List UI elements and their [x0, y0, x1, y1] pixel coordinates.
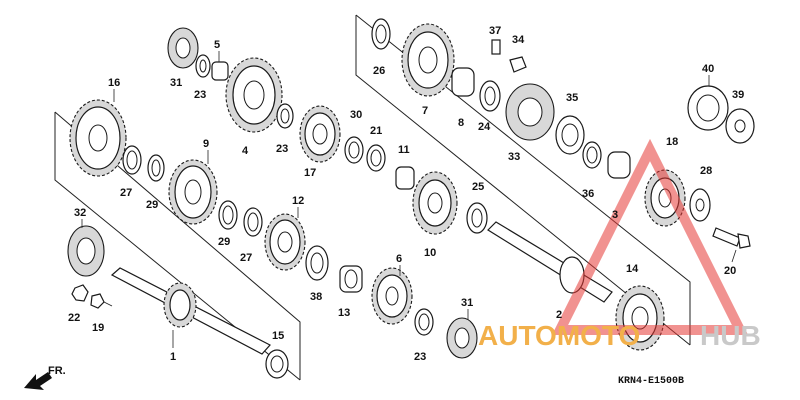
- washer-27-mid: [243, 207, 263, 237]
- right-assembly-frame: [355, 14, 691, 346]
- bushing-5: [211, 61, 229, 81]
- gear-10: [412, 171, 458, 235]
- front-direction-arrow: FR.: [24, 365, 66, 390]
- bolt-20: [712, 227, 751, 249]
- callout-1: 1: [170, 351, 176, 363]
- callout-3: 3: [612, 209, 618, 221]
- bearing-31-top: [167, 27, 199, 69]
- washer-27-left: [122, 145, 142, 175]
- callout-15: 15: [272, 330, 284, 342]
- gear-6: [371, 267, 413, 325]
- callout-29-mid: 29: [218, 236, 230, 248]
- collar-3: [607, 151, 631, 179]
- washer-29-mid: [218, 200, 238, 230]
- callout-23-bottom: 23: [414, 351, 426, 363]
- left-assembly-frame: [54, 111, 301, 381]
- callout-13: 13: [338, 307, 350, 319]
- washer-24: [479, 80, 501, 112]
- washer-23-top: [195, 54, 211, 78]
- clip-34: [509, 56, 527, 73]
- callout-39: 39: [732, 89, 744, 101]
- gear-4: [225, 57, 283, 133]
- callout-21: 21: [370, 125, 382, 137]
- bearing-33: [505, 83, 555, 141]
- washer-30: [344, 136, 364, 164]
- watermark-text: AUTOMOTO HUB: [478, 320, 761, 351]
- callout-9: 9: [203, 138, 209, 150]
- washer-25: [466, 202, 488, 234]
- pin-37: [491, 39, 501, 55]
- callout-2: 2: [556, 309, 562, 321]
- callout-30: 30: [350, 109, 362, 121]
- bolt-22: [71, 284, 89, 302]
- callout-17: 17: [304, 167, 316, 179]
- callout-29-left: 29: [146, 199, 158, 211]
- callout-14: 14: [626, 263, 639, 275]
- callout-12: 12: [292, 195, 304, 207]
- bushing-13: [339, 265, 363, 293]
- callout-27-left: 27: [120, 187, 132, 199]
- callout-33: 33: [508, 151, 520, 163]
- callout-18: 18: [666, 136, 678, 148]
- washer-36: [582, 141, 602, 169]
- callout-labels: 16 31 23 5 4 23 17 30 21 11 27 29 9 29 2…: [68, 25, 744, 363]
- callout-22: 22: [68, 312, 80, 324]
- callout-11: 11: [398, 144, 410, 156]
- bearing-31-bottom: [446, 317, 478, 359]
- callout-40: 40: [702, 63, 714, 75]
- callout-31-top: 31: [170, 77, 182, 89]
- washer-38: [305, 245, 329, 281]
- callout-28: 28: [700, 165, 712, 177]
- plate-28: [689, 188, 711, 222]
- front-direction-label: FR.: [48, 365, 66, 377]
- callout-7: 7: [422, 105, 428, 117]
- watermark-text-a: AUTOMOTO: [478, 320, 640, 351]
- watermark-text-b: HUB: [700, 320, 761, 351]
- bushing-8: [451, 67, 475, 97]
- washer-23-bottom: [414, 308, 434, 336]
- cap-39: [725, 108, 755, 144]
- bushing-11: [395, 166, 415, 190]
- gear-12: [264, 213, 306, 271]
- gear-9: [168, 159, 218, 225]
- washer-26: [371, 18, 391, 50]
- callout-19: 19: [92, 322, 104, 334]
- bearing-32: [67, 225, 105, 277]
- callout-8: 8: [458, 117, 464, 129]
- gear-17: [299, 105, 341, 163]
- gear-16: [69, 99, 127, 177]
- callout-35: 35: [566, 92, 578, 104]
- seal-35: [555, 115, 585, 155]
- callout-16: 16: [108, 77, 120, 89]
- callout-38: 38: [310, 291, 322, 303]
- callout-32: 32: [74, 207, 86, 219]
- washer-23-mid: [276, 103, 294, 129]
- watermark-triangle: [551, 138, 749, 335]
- callout-24: 24: [478, 121, 491, 133]
- callout-4: 4: [242, 145, 249, 157]
- callout-27-mid: 27: [240, 252, 252, 264]
- callout-23-top: 23: [194, 89, 206, 101]
- callout-20: 20: [724, 265, 736, 277]
- bolt-19: [90, 293, 113, 309]
- gear-7: [401, 23, 455, 97]
- callout-6: 6: [396, 253, 402, 265]
- bushing-15: [265, 349, 289, 379]
- callout-10: 10: [424, 247, 436, 259]
- drawing-code: KRN4-E1500B: [618, 376, 684, 387]
- washer-21: [366, 144, 386, 172]
- callout-31-bottom: 31: [461, 297, 473, 309]
- washer-29-left: [147, 154, 165, 182]
- mainshaft-1: [110, 267, 271, 355]
- callout-37: 37: [489, 25, 501, 37]
- callout-26: 26: [373, 65, 385, 77]
- callout-23-mid: 23: [276, 143, 288, 155]
- callout-34: 34: [512, 34, 525, 46]
- callout-5: 5: [214, 39, 220, 51]
- callout-25: 25: [472, 181, 484, 193]
- seal-40: [687, 85, 729, 131]
- callout-36: 36: [582, 188, 594, 200]
